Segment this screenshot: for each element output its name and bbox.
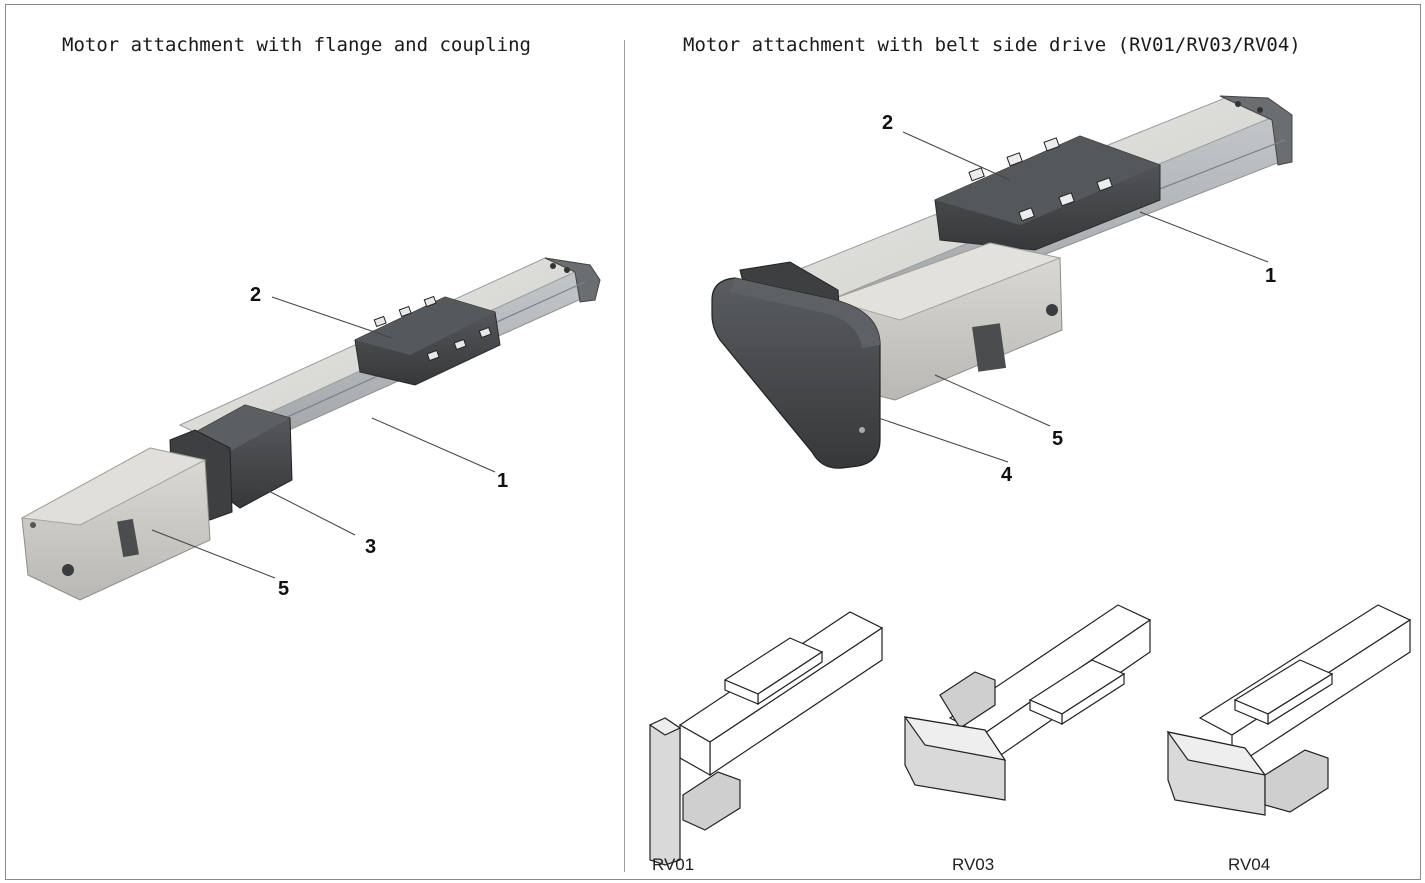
right-callout-5: 5 [1052,428,1064,450]
right-motor [828,242,1063,401]
rv03-sketch [903,604,1152,801]
left-callout-1: 1 [497,470,509,492]
right-callout-2: 2 [882,112,894,134]
panel-divider [624,40,625,872]
right-callout-1: 1 [1265,265,1277,287]
left-motor [20,447,211,601]
left-callout-5: 5 [278,578,290,600]
caption-rv01: RV01 [652,855,695,874]
left-callout-3: 3 [365,536,377,558]
right-belt-housing [711,261,881,469]
left-callout-2: 2 [250,284,262,306]
right-leader-lines [854,131,1269,463]
rv04-sketch [1166,604,1412,816]
right-panel-title: Motor attachment with belt side drive (R… [683,34,1301,56]
right-callout-4: 4 [1001,464,1013,486]
left-leader-lines [151,296,496,579]
caption-rv03: RV03 [952,855,995,874]
diagram-frame [5,4,1421,880]
left-panel-title: Motor attachment with flange and couplin… [62,34,531,56]
left-carriage [354,295,501,386]
caption-rv04: RV04 [1228,855,1271,874]
rv01-sketch [648,611,884,866]
right-carriage [934,135,1161,251]
